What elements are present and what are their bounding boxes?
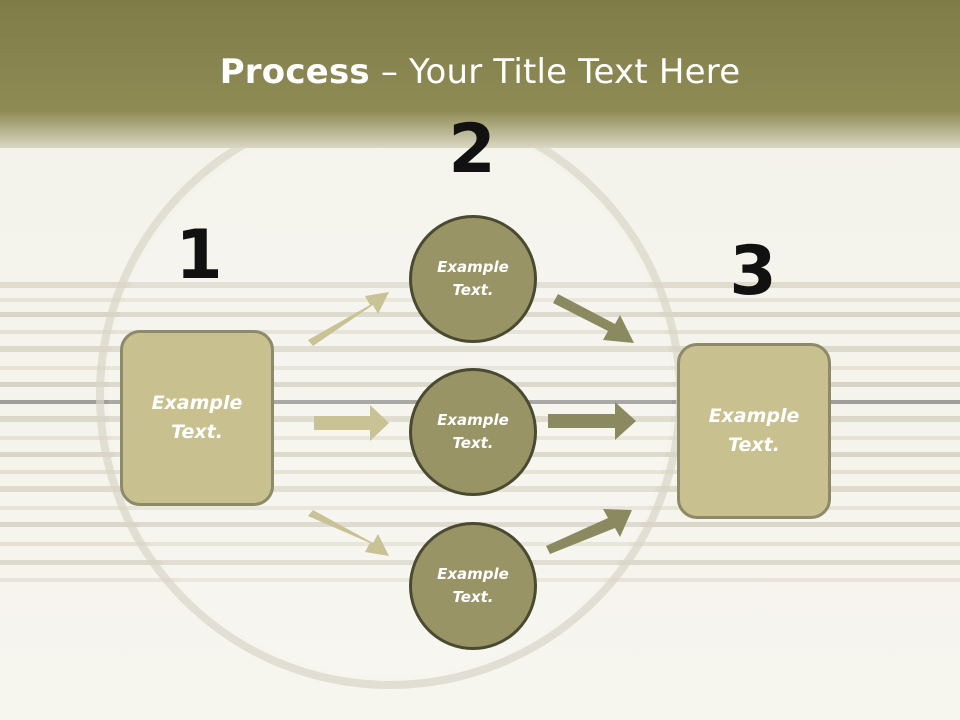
step-2-text-bottom: Example Text. xyxy=(437,565,509,606)
step-2-text-top: Example Text. xyxy=(437,258,509,299)
step-number-3: 3 xyxy=(729,232,777,311)
step-2-circle-middle: Example Text. xyxy=(409,368,537,496)
page-title: Process – Your Title Text Here xyxy=(0,52,960,92)
step-1-box: Example Text. xyxy=(120,330,274,506)
step-1-text: Example Text. xyxy=(151,392,243,443)
step-2-circle-top: Example Text. xyxy=(409,215,537,343)
step-3-box: Example Text. xyxy=(677,343,831,519)
step-3-text: Example Text. xyxy=(708,405,800,456)
step-2-circle-bottom: Example Text. xyxy=(409,522,537,650)
step-number-1: 1 xyxy=(175,216,223,295)
step-2-text-middle: Example Text. xyxy=(437,411,509,452)
title-bold: Process xyxy=(219,52,370,92)
title-rest: – Your Title Text Here xyxy=(369,52,741,92)
step-number-2: 2 xyxy=(448,110,496,189)
